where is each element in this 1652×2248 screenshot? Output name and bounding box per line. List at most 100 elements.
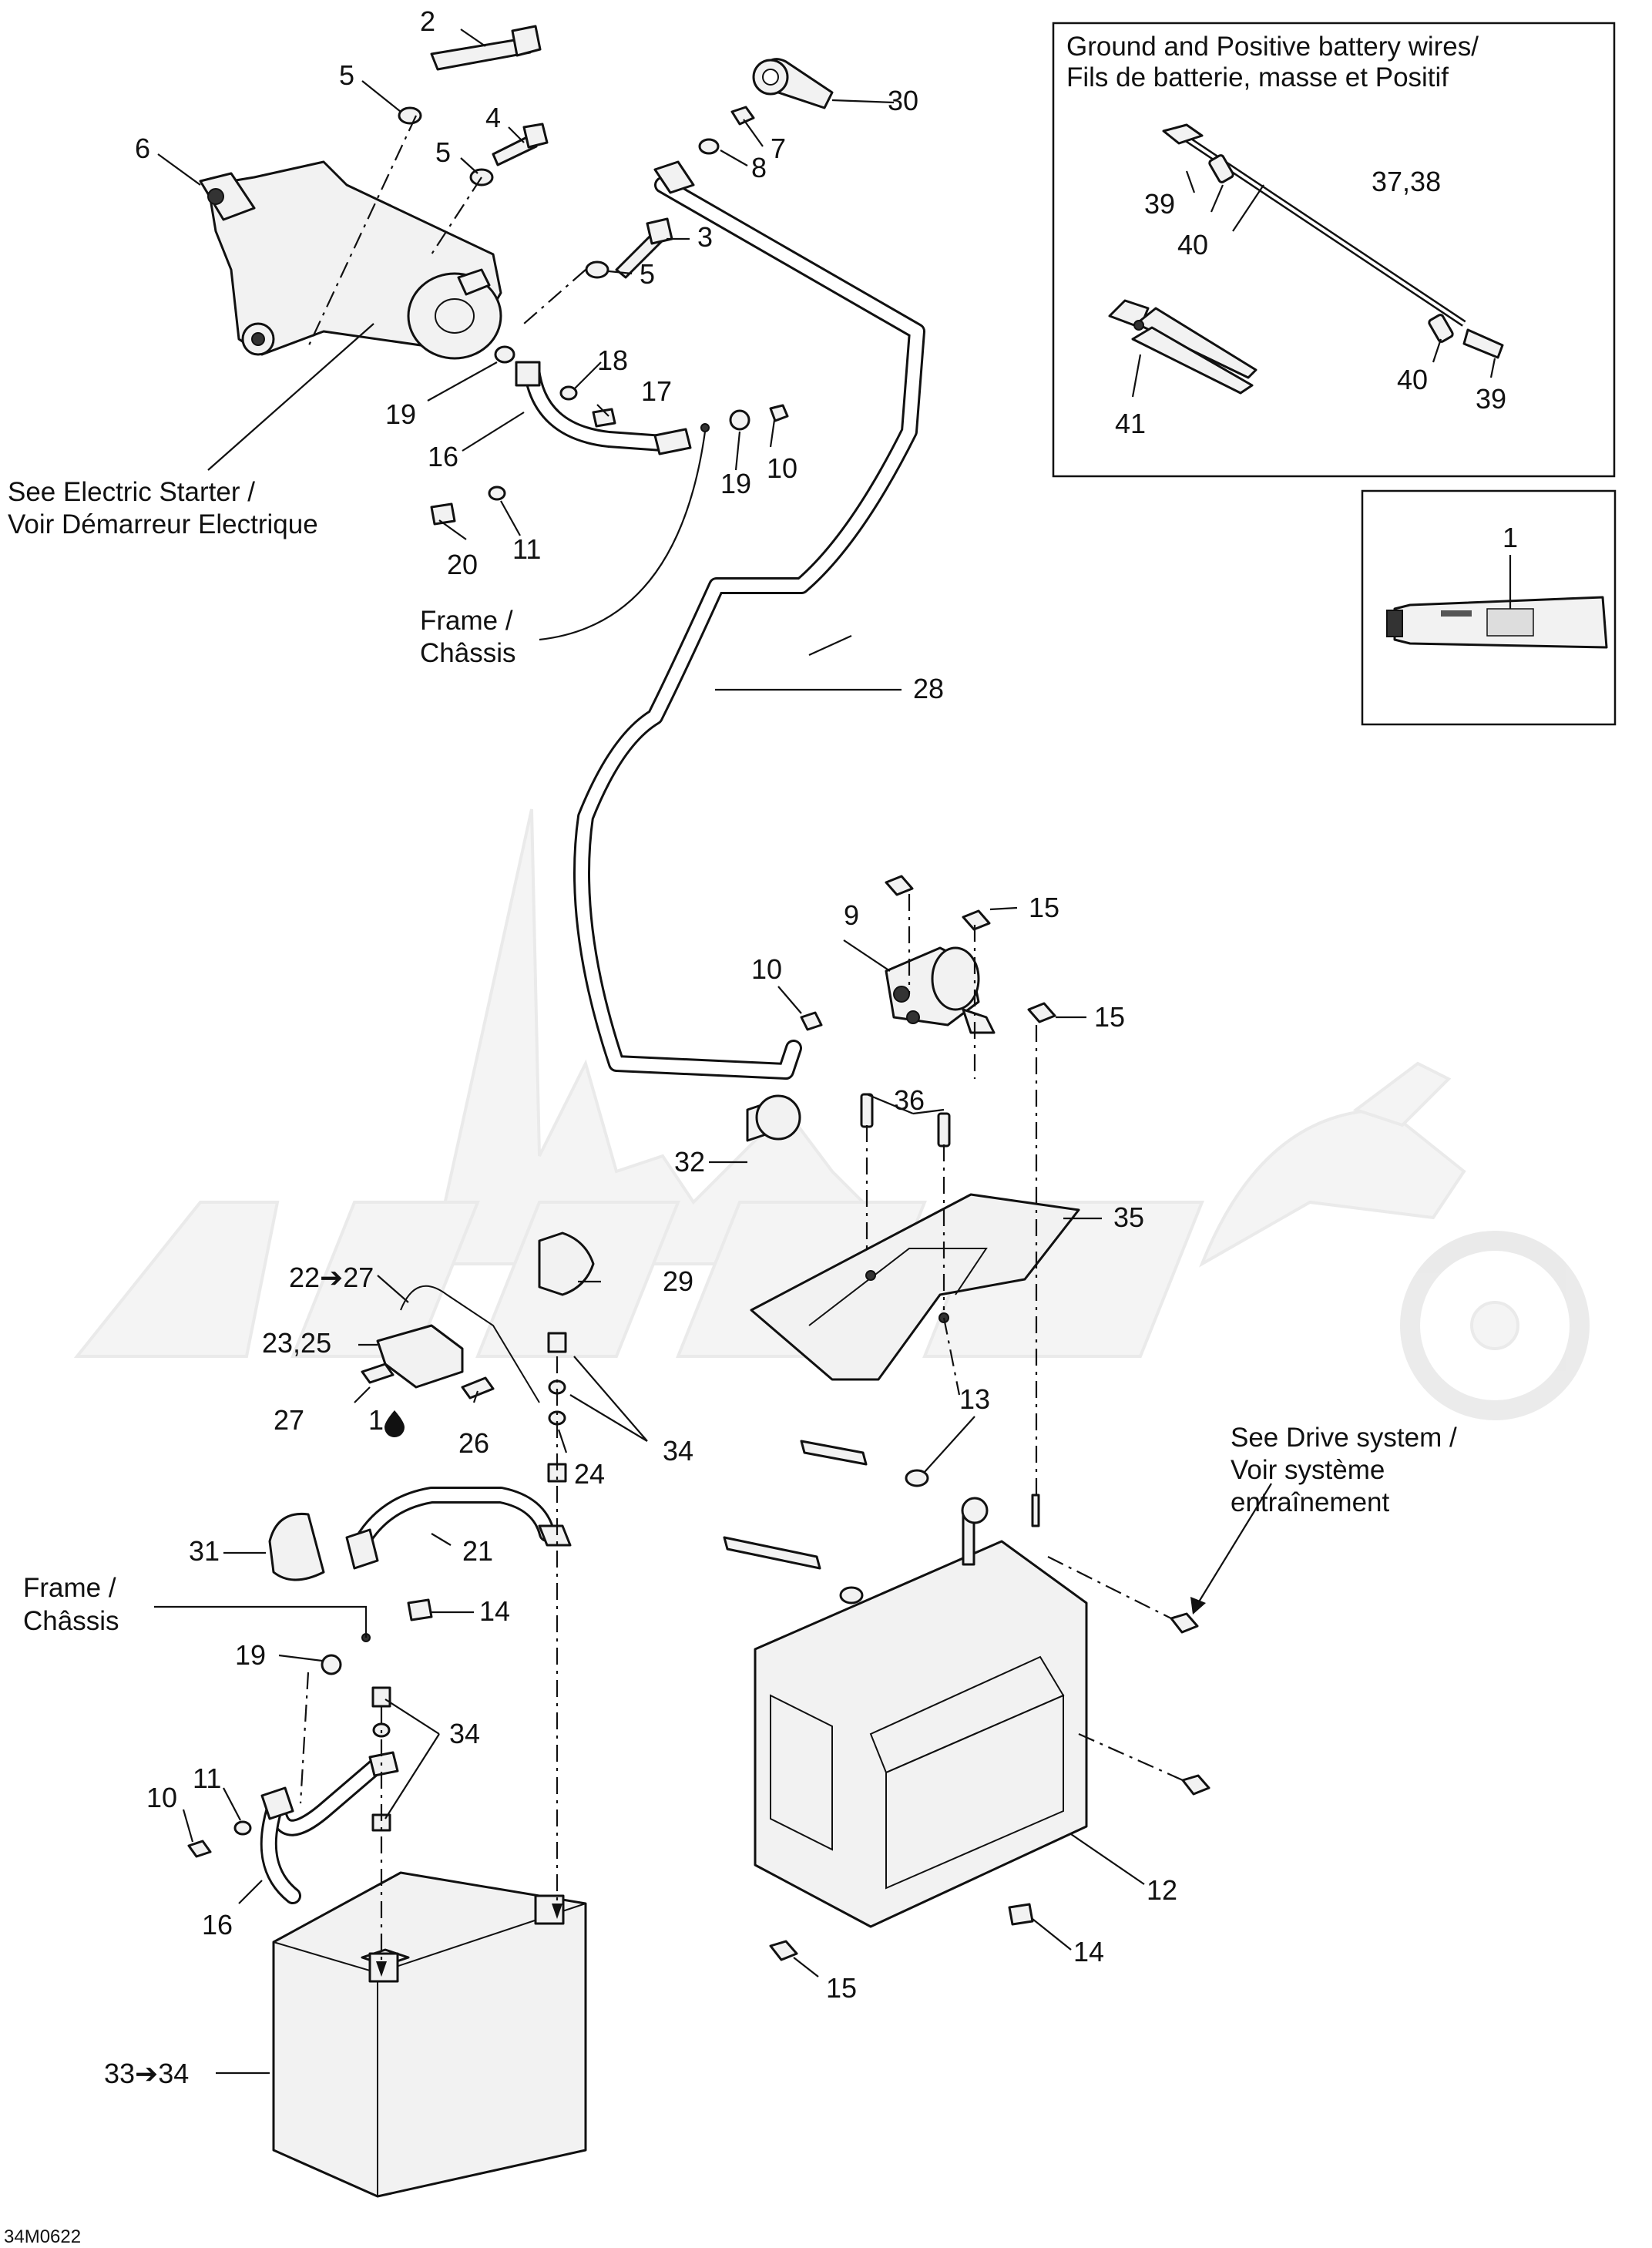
callout-36: 36 — [894, 1084, 925, 1116]
diagram-code: 34M0622 — [4, 2226, 81, 2247]
callout-22-27: 22➔27 — [289, 1262, 374, 1293]
callout-6: 6 — [135, 133, 150, 164]
inset-battery-wires: Ground and Positive battery wires/ Fils … — [1052, 22, 1616, 478]
callout-15b: 15 — [1094, 1001, 1125, 1033]
note-starter-line2: Voir Démarreur Electrique — [8, 509, 318, 539]
callout-5c: 5 — [640, 258, 655, 290]
bolt-14a — [407, 1598, 433, 1621]
callout-12: 12 — [1147, 1874, 1177, 1906]
callout-35: 35 — [1113, 1201, 1144, 1233]
callout-15c: 15 — [826, 1972, 857, 2004]
callout-26: 26 — [458, 1427, 489, 1459]
cable-28 — [573, 160, 925, 1080]
callout-33-34: 33➔34 — [104, 2058, 189, 2089]
callout-2: 2 — [420, 5, 435, 37]
callout-9: 9 — [844, 899, 859, 931]
tube-cap — [1386, 610, 1403, 637]
callout-10b: 10 — [751, 953, 782, 985]
lockwasher-19b — [729, 409, 750, 431]
callout-14a: 14 — [479, 1595, 510, 1627]
battery-tray-12 — [723, 1440, 1210, 1961]
callout-labels: 2 5 4 6 5 30 7 8 3 5 18 19 17 16 10 19 2… — [104, 5, 1518, 2089]
callout-28: 28 — [913, 673, 944, 704]
fluid-drop-icon — [384, 1410, 405, 1437]
watermark-logo — [73, 808, 1590, 1420]
washer-13 — [905, 1469, 929, 1487]
nut-7 — [730, 106, 755, 126]
washer-8 — [698, 138, 720, 155]
callout-31: 31 — [189, 1535, 220, 1567]
callout-5b: 5 — [435, 136, 451, 168]
callout-41: 41 — [1115, 408, 1146, 439]
bolt-34a — [547, 1332, 567, 1353]
bolt-34b — [371, 1686, 391, 1708]
callout-19b: 19 — [720, 468, 751, 499]
callout-29: 29 — [663, 1265, 693, 1297]
nut-10a — [769, 404, 789, 422]
callout-19a: 19 — [385, 398, 416, 430]
mount-plate-group — [746, 1093, 1080, 1381]
note-frame2-line1: Frame / — [23, 1573, 116, 1603]
inset-sealant — [1361, 489, 1617, 726]
callout-5a: 5 — [339, 59, 354, 91]
alignment-lines — [299, 115, 1184, 1977]
inset-title-line2: Fils de batterie, masse et Positif — [1066, 62, 1449, 92]
bolt-13a — [800, 1440, 868, 1466]
note-frame1-line1: Frame / — [420, 606, 513, 636]
terminal-39-top — [1162, 123, 1204, 145]
nut-drive-a — [1170, 1612, 1199, 1634]
sleeve-40-top — [1208, 154, 1234, 183]
washer-11a — [488, 486, 506, 501]
callout-34a: 34 — [663, 1435, 693, 1467]
callout-10c: 10 — [146, 1782, 177, 1813]
nut-10c — [187, 1840, 212, 1858]
washer-11b — [233, 1820, 252, 1836]
fuse-27 — [361, 1363, 395, 1384]
lockwasher-19a — [494, 345, 515, 364]
callout-20: 20 — [447, 549, 478, 580]
stud-36b — [937, 1112, 951, 1148]
cable-16-upper — [430, 345, 789, 526]
note-drive-line2: Voir système — [1231, 1455, 1385, 1485]
note-drive-line3: entraînement — [1231, 1487, 1390, 1517]
callout-14b: 14 — [1073, 1936, 1104, 1967]
callout-27: 27 — [274, 1404, 304, 1436]
cable-21-group — [268, 1487, 572, 1675]
nut-15b — [962, 909, 991, 931]
callout-30: 30 — [888, 85, 918, 116]
callout-8: 8 — [751, 152, 767, 183]
callout-34b: 34 — [449, 1718, 480, 1749]
fuse-26 — [461, 1376, 495, 1400]
bolt-14b — [1008, 1903, 1034, 1926]
callout-1-sealant: 1 — [1503, 522, 1518, 553]
note-frame2-line2: Châssis — [23, 1606, 119, 1636]
callout-4: 4 — [485, 102, 501, 133]
callout-10a: 10 — [767, 452, 797, 484]
callout-32: 32 — [674, 1146, 705, 1178]
nut-15c — [1027, 1002, 1056, 1023]
boot-31 — [268, 1512, 325, 1581]
washer-5c — [585, 260, 609, 279]
inset-title-line1: Ground and Positive battery wires/ — [1066, 32, 1479, 62]
nut-10b — [800, 1011, 823, 1031]
terminal-39-bottom — [1462, 328, 1504, 359]
note-drive-line1: See Drive system / — [1231, 1423, 1457, 1453]
crimping-tool-41 — [1108, 299, 1257, 395]
callout-40a: 40 — [1177, 229, 1208, 260]
bolt-13b — [723, 1536, 821, 1570]
inset-frame — [1052, 22, 1616, 478]
callout-11b: 11 — [193, 1762, 221, 1794]
callout-11a: 11 — [512, 533, 541, 565]
callout-15a: 15 — [1029, 892, 1059, 923]
nut-15d — [769, 1940, 798, 1961]
note-frame1-line2: Châssis — [420, 638, 515, 668]
callout-21: 21 — [462, 1535, 493, 1567]
callout-23-25: 23,25 — [262, 1327, 331, 1359]
battery-33 — [272, 1871, 587, 2198]
callout-17: 17 — [641, 375, 672, 407]
sleeve-40-bottom — [1428, 314, 1454, 343]
callout-1-fluid: 1 — [368, 1404, 384, 1436]
lockwasher-19c — [321, 1654, 342, 1675]
